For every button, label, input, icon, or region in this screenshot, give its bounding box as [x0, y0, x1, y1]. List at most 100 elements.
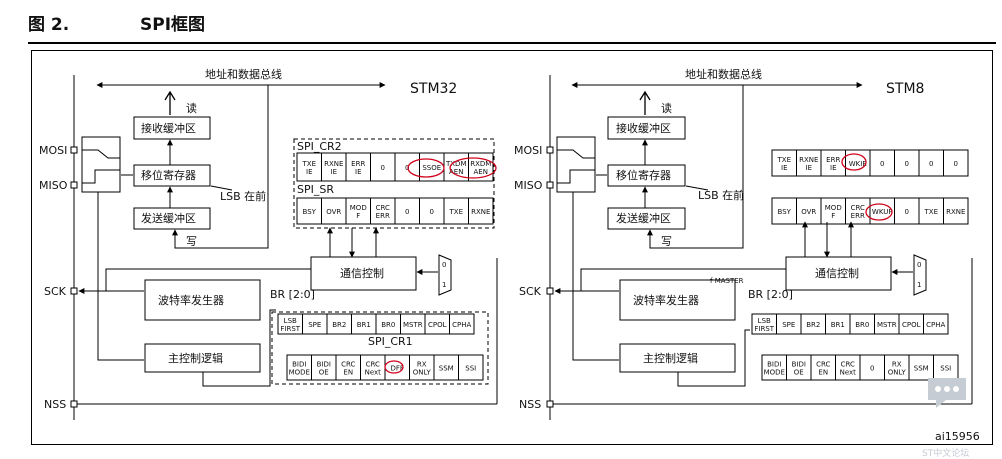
- stm8-sck-pin: [546, 287, 554, 295]
- stm32-cr2-bit-label: RXDM: [470, 160, 491, 168]
- stm32-lsb-label: LSB 在前: [220, 189, 266, 203]
- stm32-bus-label: 地址和数据总线: [205, 67, 282, 81]
- stm32-mosi-pin: [70, 146, 78, 154]
- stm8-br-label: BR [2:0]: [748, 288, 793, 301]
- stm32-baud-gen-label: 波特率发生器: [158, 293, 224, 307]
- stm8-comm-ctrl-label: 通信控制: [815, 266, 859, 280]
- stm32-pins-to-master: [97, 192, 144, 361]
- stm32-master-ctrl: [144, 343, 261, 373]
- stm8-sr-cell: [771, 197, 797, 225]
- stm8-icr-cell: [943, 149, 969, 177]
- stm32-status-ctrl-area: [293, 138, 495, 229]
- stm8-cr1-bit-label: MSTR: [877, 321, 897, 329]
- stm32-cr2-bit-label: IE: [306, 168, 313, 176]
- stm32-sr-cell: [443, 197, 469, 225]
- stm32-cr1-bottom-bit-label: CRC: [341, 361, 355, 369]
- stm32-cr1-label: SPI_CR1: [368, 335, 413, 348]
- header-rule: [28, 42, 996, 44]
- stm32-cr2-cell: [296, 152, 322, 182]
- stm8-mux-line-a: [557, 149, 595, 159]
- stm32-chip-label: STM32: [410, 81, 457, 97]
- stm32-lsb-line: [210, 185, 233, 191]
- stm8-icr-cell: [796, 149, 822, 177]
- stm8-cr2-cell: [761, 354, 787, 381]
- stm8-sr-bit-label: ERR: [851, 212, 865, 220]
- figure-title: SPI框图: [140, 15, 206, 35]
- stm32-sr-cell: [296, 197, 322, 225]
- stm32-cr2-bit-label: 0: [381, 164, 385, 172]
- stm8-icr-bit-label: 0: [880, 160, 884, 168]
- stm32-sr-cell: [370, 197, 396, 225]
- stm8-miso-pin: [546, 181, 554, 189]
- stm32-cr1-top-bit-label: CPHA: [452, 321, 471, 329]
- stm8-tx-buffer-label: 发送缓冲区: [616, 211, 671, 225]
- stm8-cr2-bit-label: SSM: [914, 365, 929, 373]
- stm32-sr-bit-label: 0: [430, 208, 434, 216]
- figure-code: ai15956: [935, 430, 980, 443]
- stm32-shift-register-label: 移位寄存器: [141, 168, 196, 182]
- stm8-cr2-bit-label: OE: [794, 369, 804, 377]
- stm8-pins-to-master: [572, 192, 619, 361]
- stm8-sr-bit-label: F: [831, 212, 835, 220]
- stm32-miso-label: MISO: [39, 179, 68, 192]
- stm8-cr2-bit-label: RX: [892, 361, 902, 369]
- stm32-cr1-area: [271, 311, 489, 385]
- stm32-cr2-bit-label: TXDM: [445, 160, 467, 168]
- stm32-ssoe-highlight: [407, 158, 445, 178]
- stm8-baud-gen: [619, 279, 736, 321]
- stm8-icr-bit-label: IE: [830, 164, 837, 172]
- stm32-sr-bit-label: ERR: [376, 212, 390, 220]
- stm8-icr-bit-label: 0: [954, 160, 958, 168]
- stm32-master-to-cr1: [202, 309, 276, 387]
- stm8-master-ctrl: [619, 343, 736, 373]
- stm8-bus-label: 地址和数据总线: [685, 67, 762, 81]
- stm8-cr1-bit-label: CPOL: [902, 321, 921, 329]
- stm8-icr-cell: [820, 149, 846, 177]
- stm32-sr-bit-label: TXE: [449, 208, 464, 216]
- stm32-cr1-top-bit-label: BR0: [381, 321, 395, 329]
- stm32-cr1-bottom-bit-label: OE: [319, 369, 329, 377]
- stm32-mux-line-b: [82, 169, 120, 184]
- stm32-nss-pin: [70, 400, 78, 408]
- stm8-miso-label: MISO: [514, 179, 543, 192]
- stm8-icr-cell: [869, 149, 895, 177]
- stm8-icr-bit-label: 0: [929, 160, 933, 168]
- stm32-cr1-bottom-bit-label: RX: [417, 361, 427, 369]
- stm32-br-label: BR [2:0]: [270, 288, 315, 301]
- stm32-dff-highlight: [384, 360, 404, 374]
- stm8-diagram: 地址和数据总线 STM8 读 接收缓冲区 移位寄存器 发送缓冲区 写 LSB 在…: [514, 67, 973, 420]
- stm8-cr1-bit-label: LSB: [758, 317, 771, 325]
- watermark-text: ST中文论坛: [922, 449, 970, 459]
- stm32-mux-1: 1: [442, 281, 446, 289]
- stm32-cr1-top-bit-label: LSB: [284, 317, 297, 325]
- stm8-sr-bit-label: BSY: [778, 208, 792, 216]
- stm32-sr-cell: [394, 197, 420, 225]
- stm8-cr2-bit-label: MODE: [764, 369, 785, 377]
- stm8-cr2-cell: [884, 354, 910, 381]
- stm32-sck-pin: [70, 287, 78, 295]
- stm8-cr2-cell: [859, 354, 885, 381]
- stm8-comm-ctrl: [785, 256, 892, 291]
- stm32-sr-bit-label: F: [356, 212, 360, 220]
- stm32-cr1-top-bit-label: MSTR: [403, 321, 423, 329]
- stm32-master-ctrl-label: 主控制逻辑: [168, 351, 223, 365]
- stm32-sr-bit-label: OVR: [326, 208, 341, 216]
- stm8-lsb-line: [685, 185, 709, 191]
- stm8-sr-bit-label: OVR: [801, 208, 816, 216]
- stm32-cr1-bottom-bit-label: DFF: [391, 365, 404, 373]
- stm8-icr-bit-label: IE: [806, 164, 813, 172]
- watermark: [924, 374, 970, 412]
- stm32-cr2-cell: [370, 152, 396, 182]
- stm8-nss-pin: [546, 400, 554, 408]
- stm8-cr2-cell: [786, 354, 812, 381]
- stm8-sr-cell: [918, 197, 944, 225]
- stm8-cr2-bit-label: CRC: [816, 361, 830, 369]
- stm32-cr2-bit-label: ERR: [351, 160, 365, 168]
- stm8-cr2-cell: [835, 354, 861, 381]
- figure-number: 图 2.: [28, 15, 70, 35]
- stm32-write-path: [172, 85, 269, 249]
- stm8-mux-1: 1: [917, 281, 921, 289]
- stm8-cr2-bit-label: EN: [818, 369, 828, 377]
- stm8-cr2-bit-label: BIDI: [767, 361, 781, 369]
- stm8-tx-buffer: [607, 207, 686, 230]
